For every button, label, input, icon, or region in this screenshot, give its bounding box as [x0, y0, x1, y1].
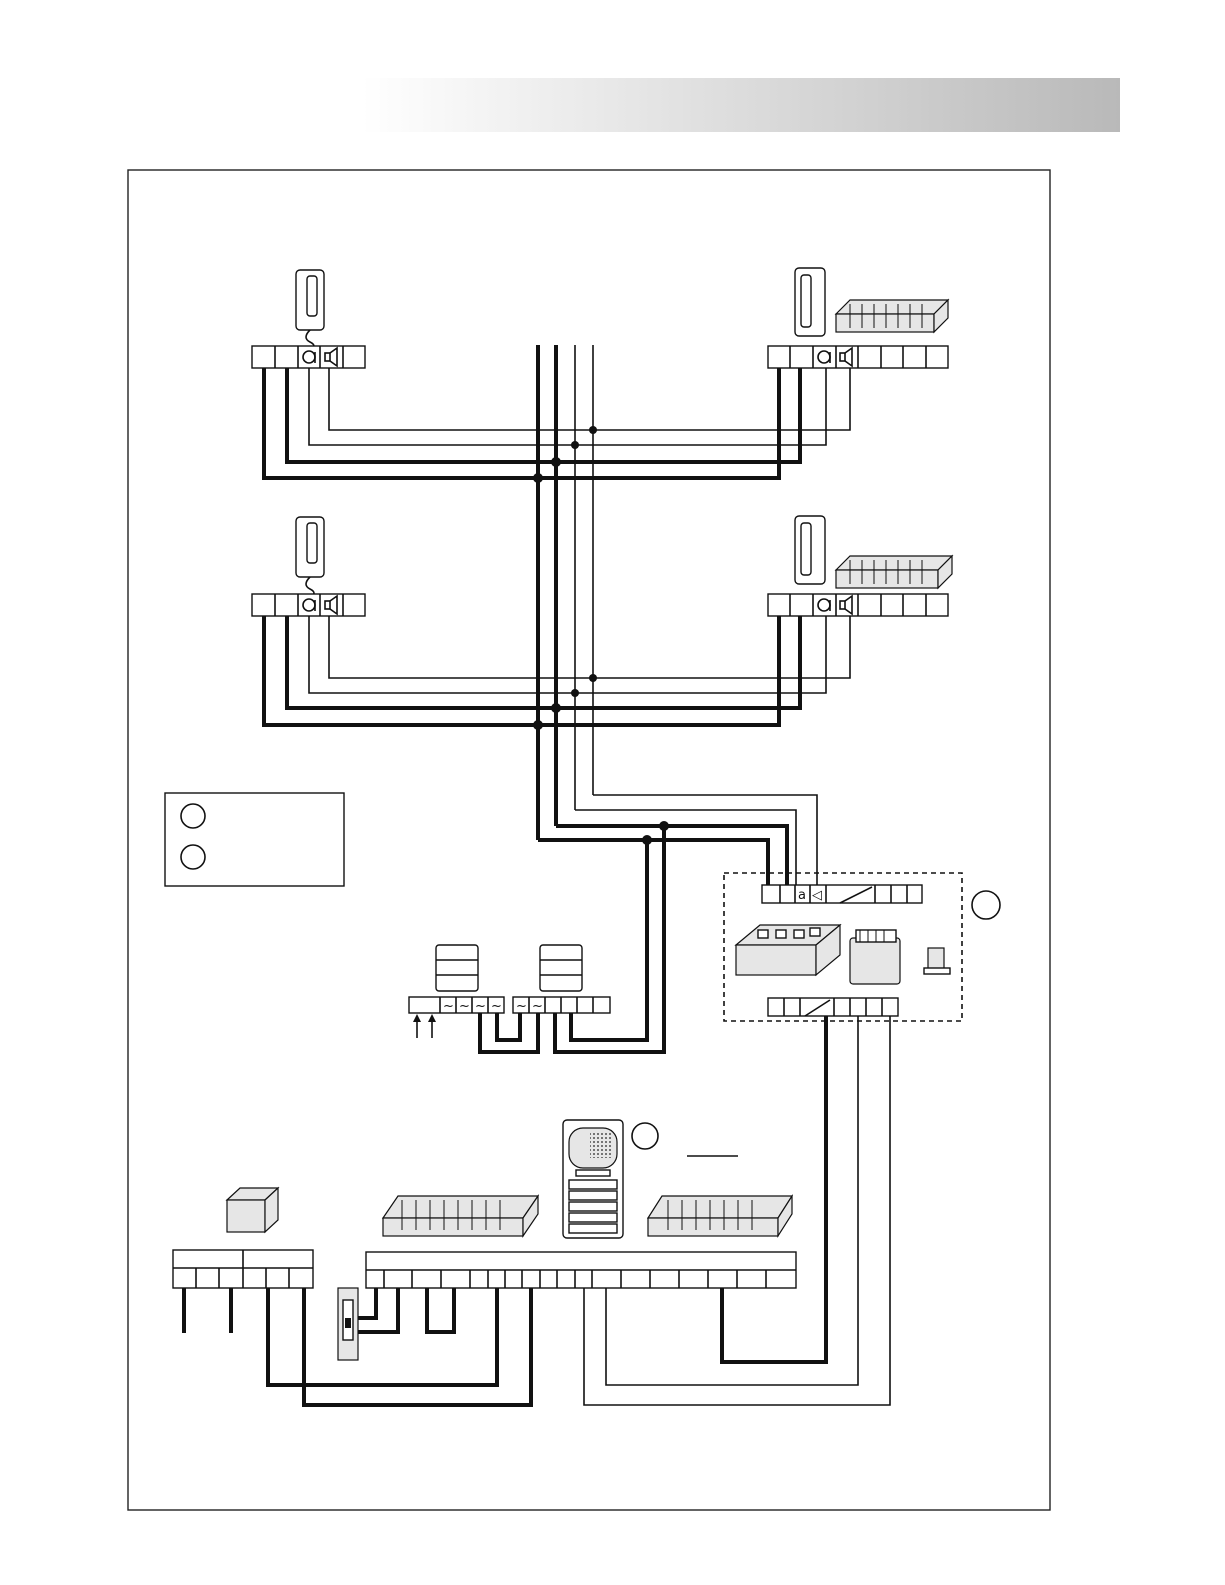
- terminal-strip-mr: [768, 594, 948, 616]
- power-supply-bottom-left: [227, 1188, 278, 1232]
- microphone-glyph: a: [798, 888, 806, 903]
- bottom-main-terminal: [366, 1252, 796, 1288]
- distributor-terminal-top: [762, 885, 922, 903]
- distribution-marker-icon: [972, 891, 1000, 919]
- handset-mid-right: [795, 516, 825, 584]
- power-supply-wiring: [480, 826, 664, 1052]
- door-panel: [563, 1120, 623, 1238]
- terminal-strip-tl: [252, 346, 365, 368]
- power-supply-right-body: [540, 945, 582, 991]
- handset-top-right: [795, 268, 825, 336]
- bottom-left-terminal: [173, 1250, 313, 1288]
- junction-dots: [533, 426, 669, 845]
- power-supply-din: [850, 930, 900, 984]
- svg-text:~: ~: [443, 999, 454, 1014]
- call-module-bottom-left: [383, 1196, 538, 1236]
- header-band: [362, 78, 1120, 132]
- door-lock-icon: [338, 1288, 358, 1360]
- svg-text:~: ~: [475, 999, 486, 1014]
- call-module-bottom-right: [648, 1196, 792, 1236]
- call-module-mid-right: [836, 556, 952, 588]
- handset-mid-left: [296, 517, 324, 597]
- riser-to-distributor: [538, 795, 817, 885]
- power-supply-left-body: [436, 945, 478, 991]
- distributor-terminal-bottom: [768, 998, 898, 1016]
- handset-top-left: [296, 270, 324, 350]
- power-terminal-strip: [409, 997, 610, 1013]
- terminal-strip-ml: [252, 594, 365, 616]
- svg-text:~: ~: [491, 999, 502, 1014]
- speaker-glyph: ◁: [812, 888, 822, 903]
- svg-text:~: ~: [459, 999, 470, 1014]
- mains-input-arrows: [413, 1014, 436, 1038]
- legend-box: [165, 793, 344, 886]
- terminal-strip-tr: [768, 346, 948, 368]
- door-panel-marker-icon: [632, 1123, 658, 1149]
- riser-bus: [538, 345, 593, 840]
- transformer-icon: [924, 948, 950, 974]
- svg-text:~: ~: [516, 999, 527, 1014]
- relay-module: [736, 925, 840, 975]
- call-module-top-right: [836, 300, 948, 332]
- svg-text:~: ~: [532, 999, 543, 1014]
